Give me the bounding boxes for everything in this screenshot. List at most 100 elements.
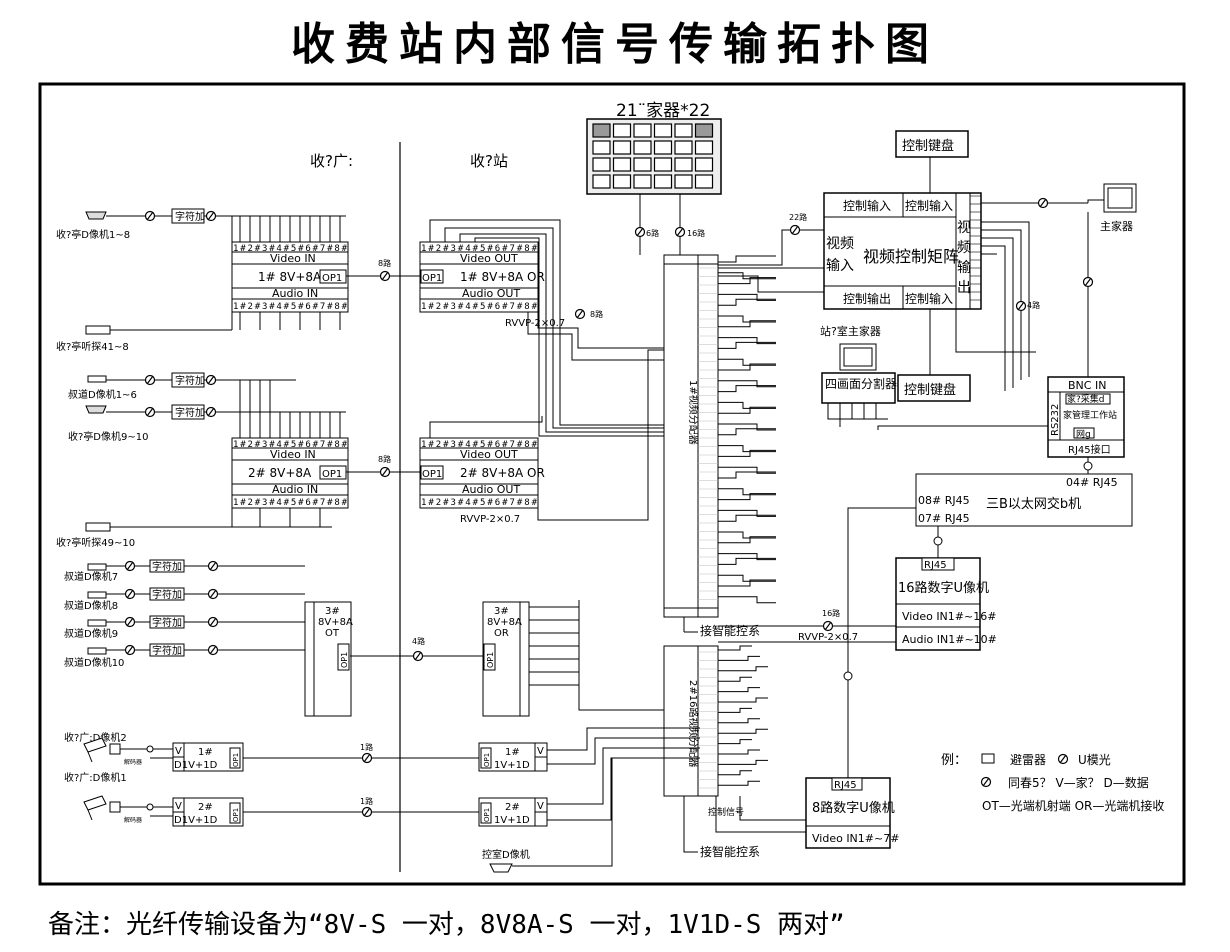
distributor-output-wire	[718, 363, 776, 371]
tx1-audio-ports: 1#2#3#4#5#6#7#8#	[233, 302, 348, 312]
distributor-output-wire	[718, 780, 760, 786]
quad-splitter: 四画面分割器	[821, 372, 897, 427]
lane-camera-icon	[87, 375, 107, 383]
rx1-audio-ports: 1#2#3#4#5#6#7#8#	[421, 302, 538, 312]
wall-monitor-cell	[653, 140, 673, 155]
optical-transmitter-1: 1#2#3#4#5#6#7#8# Video IN 1# 8V+8A OP1 A…	[231, 216, 349, 330]
distributor-output-wire	[718, 337, 776, 345]
wall-monitor-cell	[674, 157, 693, 172]
tx1-video-ports: 1#2#3#4#5#6#7#8#	[233, 244, 348, 254]
tx2-input-bus	[216, 379, 346, 528]
legend-cable-types: 同春5？ V—家？ D—数据	[1008, 775, 1149, 790]
station-monitor: 站?室主家器	[820, 324, 881, 371]
wall-monitor-cell	[694, 174, 714, 189]
workstation-rs232: RS232	[1050, 404, 1061, 436]
distributor-1-ports	[698, 267, 718, 600]
rx2-optical-port: OP1	[422, 469, 442, 480]
distributor-output-wire	[718, 428, 776, 436]
dvr8-video-in: Video IN1#~7#	[812, 832, 899, 845]
distributor-output-wire	[718, 406, 776, 414]
smart-control-link-2: 接智能控系	[700, 844, 760, 859]
matrix-control-out: 控制输出	[843, 291, 891, 306]
distributor-output-wire	[718, 579, 776, 587]
smart-control-link-1: 接智能控系	[700, 623, 760, 638]
tx2-optical-port: OP1	[322, 469, 342, 480]
wall-monitor-cell	[653, 123, 673, 138]
booth-mic-label-2: 收?亭听探49~10	[56, 536, 135, 549]
coax-icon	[980, 776, 992, 788]
rx-small1-op: OP1	[483, 753, 491, 767]
plaza-camera-2: 收?广:D像机2 解码器 V 1# D1V+1D OP1	[64, 731, 244, 772]
distributor-output-wire	[718, 557, 776, 565]
legend: 例： 避雷器 U模光 同春5？ V—家？ D—数据 OT—光端机射端 OR—光端…	[941, 753, 1164, 813]
tx2-audio-in-label: Audio IN	[272, 483, 318, 496]
wall-monitor-cell	[653, 157, 673, 172]
wall-monitor-cell	[694, 123, 714, 138]
distributor-output-wire	[718, 320, 776, 328]
rx2-audio-ports: 1#2#3#4#5#6#7#8#	[421, 498, 538, 508]
tx2-video-in-label: Video IN	[270, 448, 316, 461]
wall-monitor-cell	[612, 157, 632, 172]
control-room-camera-label: 控室D像机	[482, 848, 530, 861]
section-station-label: 收?站	[470, 152, 508, 170]
booth-mic-group-2: 收?亭听探49~10	[56, 522, 232, 549]
matrix-input-bus	[718, 267, 824, 293]
rx-small-2: OP1 2# 1V+1D V	[478, 797, 548, 827]
matrix-video-out-1: 视	[957, 220, 971, 236]
distributor-output-wire	[718, 770, 752, 776]
wall-monitor-cell	[674, 174, 693, 189]
tx-small1-id: 1#	[198, 747, 213, 758]
video-distributor-2: 2#16路视频分配器	[663, 645, 719, 797]
wall-monitor-cell	[653, 174, 673, 189]
control-keyboard-bottom	[897, 374, 971, 402]
distributor-output-wire	[718, 666, 768, 672]
tx1-input-bus	[216, 215, 346, 330]
distributor-output-wire	[718, 493, 776, 501]
rx-small2-op: OP1	[483, 808, 491, 822]
quad-splitter-label: 四画面分割器	[825, 376, 897, 391]
switch-name: 三B以太网交b机	[986, 496, 1081, 512]
matrix-input-count: 22路	[789, 212, 807, 222]
rx1-video-ports: 1#2#3#4#5#6#7#8#	[421, 244, 538, 254]
wall-monitor-cell	[694, 157, 714, 172]
char-adder-label: 字符加	[152, 588, 182, 601]
lane-camera-label-1: 叔道D像机1~6	[68, 388, 137, 401]
distributor-output-wire	[718, 380, 776, 388]
lane-camera-label-8: 叔道D像机8	[64, 599, 118, 612]
distributor-2-label: 2#16路视频分配器	[687, 680, 700, 767]
plaza-camera-1: 收?广:D像机1 解码器 V 2# D1V+1D OP1	[64, 771, 244, 827]
wall-monitor-cell	[592, 174, 611, 189]
tx-small1-op: OP1	[232, 753, 240, 767]
rx3-line2: 8V+8A	[487, 617, 522, 628]
surge-arrester-icon	[981, 753, 995, 764]
distributor-output-bus	[718, 255, 776, 786]
distributor-output-wire	[718, 697, 768, 703]
matrix-output-ports	[970, 195, 981, 301]
dome-camera-icon	[85, 405, 107, 414]
dome-camera-icon	[85, 211, 107, 220]
char-adder-label: 字符加	[175, 406, 205, 419]
control-signal-label: 控制信号	[708, 806, 744, 818]
distributor-output-wire	[718, 655, 760, 661]
outer-frame	[38, 82, 1186, 886]
workstation-capture-card: 家?采集d	[1067, 393, 1105, 405]
distributor-output-wire	[718, 401, 776, 409]
matrix-video-out-3: 输	[957, 260, 971, 276]
surge-arrester-icon	[109, 801, 121, 813]
char-adder-label: 字符加	[152, 644, 182, 657]
workstation-name: 家管理工作站	[1063, 409, 1117, 421]
distributor-output-wire	[718, 574, 776, 582]
distributor-output-wire	[718, 739, 752, 745]
link-1-count: 8路	[378, 258, 391, 268]
lane-camera-label-9: 叔道D像机9	[64, 627, 118, 640]
rx-small1-id: 1#	[505, 747, 520, 758]
wall-monitor-cell	[612, 174, 632, 189]
monitor-grid	[592, 123, 714, 189]
control-keyboard-bottom-label: 控制键盘	[904, 382, 956, 398]
dvr16-name: 16路数字U像机	[898, 580, 989, 596]
workstation-bnc-in: BNC IN	[1068, 379, 1106, 392]
receiver-output-bus	[429, 219, 700, 711]
distributor-output-wire	[718, 449, 776, 457]
lane-camera-label-10: 叔道D像机10	[64, 656, 124, 669]
